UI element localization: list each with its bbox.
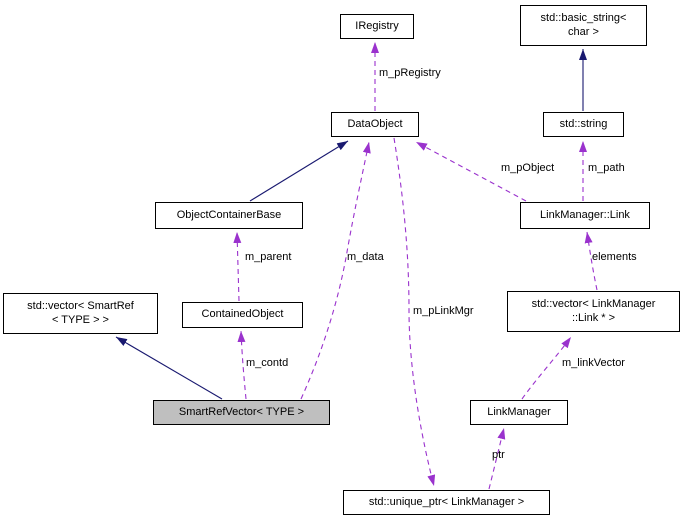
edge-usage-containedobject-objectcontainerbase xyxy=(233,231,242,302)
edge-label-m-data: m_data xyxy=(347,251,384,263)
node-std-unique-ptr[interactable]: std::unique_ptr< LinkManager > xyxy=(343,490,550,515)
edge-usage-smartrefvector-dataobject xyxy=(300,141,371,400)
edge-usage-linkmanagerlink-dataobject xyxy=(415,141,527,202)
node-smartrefvector[interactable]: SmartRefVector< TYPE > xyxy=(153,400,330,425)
edge-label-m-pregistry: m_pRegistry xyxy=(379,67,441,79)
edge-label-m-plinkmgr: m_pLinkMgr xyxy=(413,305,474,317)
edge-label-m-linkvector: m_linkVector xyxy=(562,357,625,369)
node-dataobject[interactable]: DataObject xyxy=(331,112,419,137)
node-std-string[interactable]: std::string xyxy=(543,112,624,137)
edge-usage-dataobject-uniqueptr xyxy=(393,137,436,487)
edge-label-m-path: m_path xyxy=(588,162,625,174)
edge-usage-linkvector-linkmanagerlink xyxy=(584,231,598,291)
edge-label-m-pobject: m_pObject xyxy=(501,162,555,174)
edge-label-elements: elements xyxy=(592,251,637,263)
node-std-basic-string[interactable]: std::basic_string< char > xyxy=(520,5,647,46)
node-std-vector-smartref[interactable]: std::vector< SmartRef < TYPE > > xyxy=(3,293,158,334)
edge-usage-linkmanager-linkvector xyxy=(521,336,572,400)
node-iregistry[interactable]: IRegistry xyxy=(340,14,414,39)
node-linkmanager[interactable]: LinkManager xyxy=(470,400,568,425)
edge-label-ptr: ptr xyxy=(492,449,505,461)
node-containedobject[interactable]: ContainedObject xyxy=(182,302,303,328)
edge-inheritance-objectcontainerbase-dataobject xyxy=(249,140,349,202)
node-objectcontainerbase[interactable]: ObjectContainerBase xyxy=(155,202,303,229)
edge-inheritance-smartrefvector-stdvector xyxy=(115,336,223,400)
edge-label-m-parent: m_parent xyxy=(245,251,292,263)
node-std-vector-linkmanager-link[interactable]: std::vector< LinkManager ::Link * > xyxy=(507,291,680,332)
edge-usage-uniqueptr-linkmanager xyxy=(488,427,506,490)
node-linkmanager-link[interactable]: LinkManager::Link xyxy=(520,202,650,229)
edge-label-m-contd: m_contd xyxy=(246,357,289,369)
